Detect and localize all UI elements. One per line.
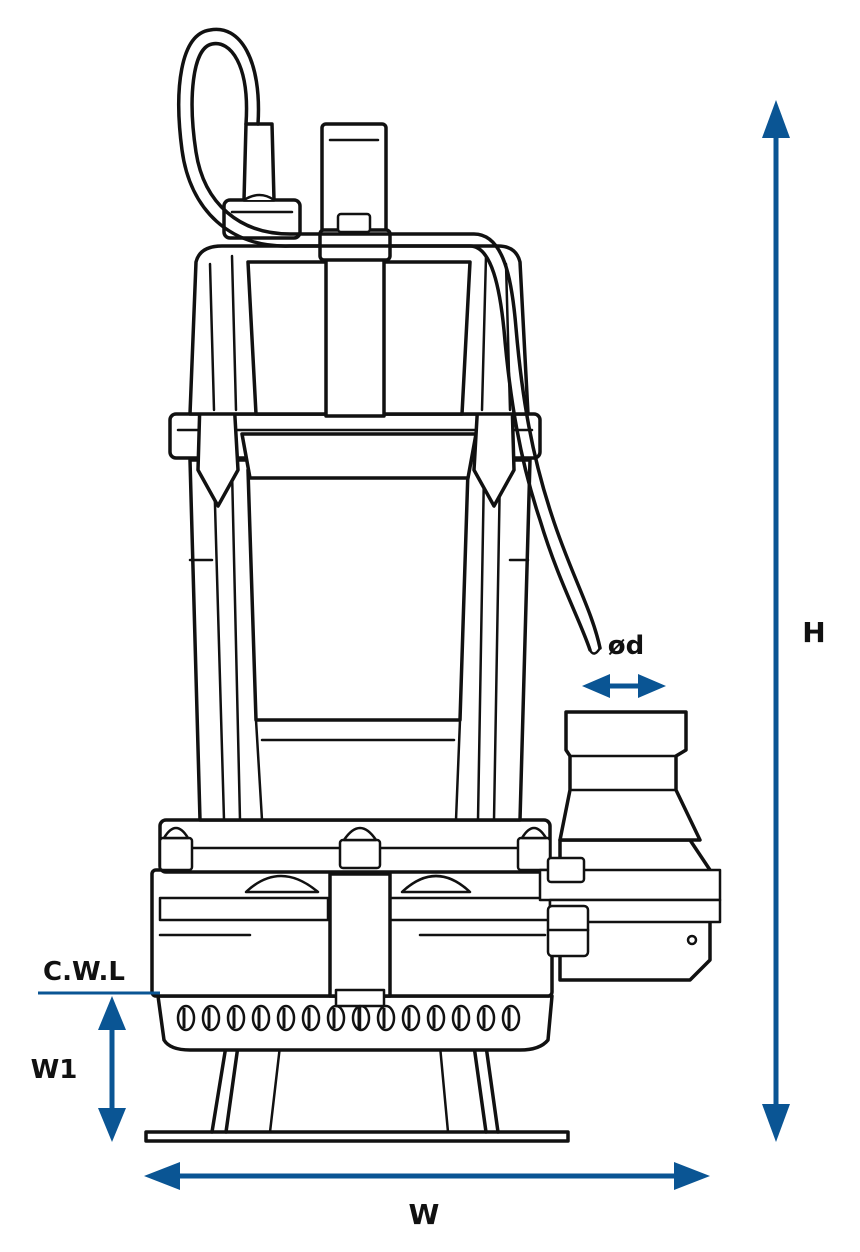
strainer-hole: [501, 1004, 521, 1032]
strainer-hole: [401, 1004, 421, 1032]
outlet-bolt: [546, 856, 590, 958]
handle-nut: [336, 212, 372, 234]
diameter-dimension: ød: [582, 631, 666, 698]
strainer-hole: [376, 1004, 396, 1032]
lower-housing: [150, 868, 554, 1030]
cwl-label: C.W.L: [43, 957, 125, 987]
height-dimension: H: [762, 100, 826, 1142]
flange-bolt-center: [338, 826, 382, 870]
strainer-hole: [476, 1004, 496, 1032]
w1-dimension: W1: [31, 996, 126, 1142]
flange-bolt-left: [158, 826, 194, 872]
w1-label: W1: [31, 1055, 78, 1085]
power-cable: [177, 27, 602, 655]
width-dimension: W: [144, 1162, 710, 1231]
strainer-hole: [251, 1004, 271, 1032]
strainer-ring: [156, 994, 554, 1052]
pump-drawing: [144, 27, 722, 1143]
width-label: W: [409, 1198, 440, 1231]
pump-base-stand: [144, 1044, 570, 1143]
strainer-hole: [426, 1004, 446, 1032]
motor-flange: [158, 818, 552, 894]
strainer-hole: [326, 1004, 346, 1032]
strainer-hole: [201, 1004, 221, 1032]
cwl-line: C.W.L: [38, 957, 160, 995]
cable-gland: [222, 122, 302, 240]
discharge-outlet: [538, 710, 722, 982]
lifting-handle: [318, 122, 392, 418]
diameter-label: ød: [608, 631, 644, 661]
strainer-hole: [176, 1004, 196, 1032]
flange-bolt-right: [516, 826, 552, 872]
strainer-hole: [451, 1004, 471, 1032]
height-label: H: [802, 616, 825, 649]
upper-flange: [168, 382, 542, 508]
dimension-annotations: H W W1 C.W.L ød: [31, 100, 826, 1231]
motor-body: [188, 458, 532, 822]
strainer-hole: [301, 1004, 321, 1032]
strainer-hole: [276, 1004, 296, 1032]
strainer-hole: [226, 1004, 246, 1032]
